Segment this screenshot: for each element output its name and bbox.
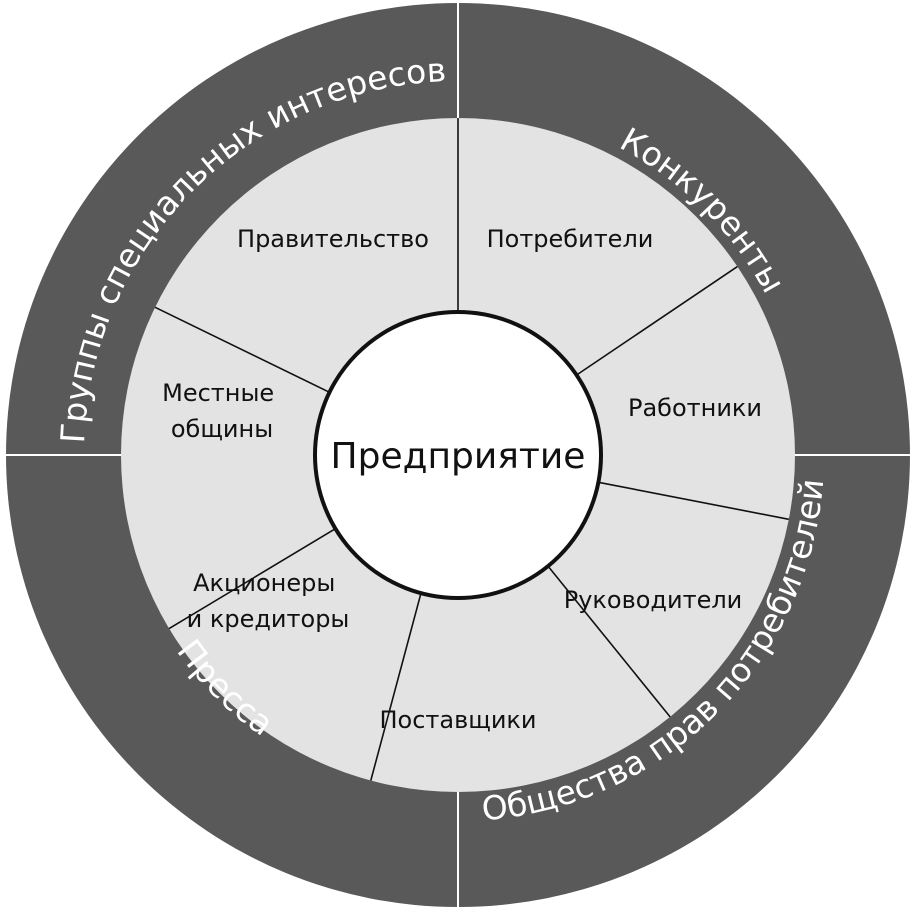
segment-label-shareholders: Акционеры и кредиторы [187, 569, 350, 633]
segment-label-managers: Руководители [564, 586, 743, 614]
spokes [154, 118, 789, 781]
center-circle [313, 310, 603, 600]
spoke-line [598, 481, 789, 521]
spoke-line [154, 306, 330, 394]
spoke-line [370, 592, 422, 781]
center-label: Предприятие [331, 436, 586, 477]
spoke-line [168, 528, 336, 630]
segment-label-employees: Работники [628, 394, 762, 422]
spoke-line [576, 265, 738, 376]
segment-label-government: Правительство [237, 225, 429, 253]
segment-label-communities: Местные общины [162, 379, 282, 443]
segment-label-suppliers: Поставщики [379, 706, 536, 734]
segment-label-consumers: Потребители [487, 225, 654, 253]
spoke-line [547, 565, 671, 718]
